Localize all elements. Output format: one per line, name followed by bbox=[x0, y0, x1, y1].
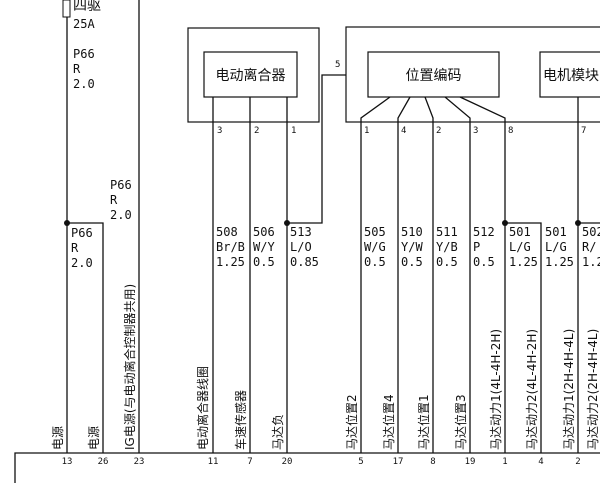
branch-wire-26 bbox=[67, 222, 104, 453]
wire-510-size: 0.5 bbox=[401, 255, 423, 269]
wire-506-size: 0.5 bbox=[253, 255, 275, 269]
encoder-pin-4: 4 bbox=[401, 126, 406, 136]
wire-505-color: W/G bbox=[364, 240, 386, 254]
module-pin-20: 20 bbox=[282, 457, 293, 467]
module-pin-17: 17 bbox=[393, 457, 404, 467]
func-label-motor-power2-2h: 马达动力2(2H-4H-4L) bbox=[586, 329, 600, 450]
motor-pin-7: 7 bbox=[581, 126, 586, 136]
func-label-speed-sensor: 车速传感器 bbox=[233, 390, 248, 450]
wire-512-color: P bbox=[473, 240, 480, 254]
encoder-pin-3: 3 bbox=[473, 126, 478, 136]
link-wire-5 bbox=[287, 74, 346, 224]
wire-506-color: W/Y bbox=[253, 240, 275, 254]
wire-511-size: 0.5 bbox=[436, 255, 458, 269]
wire-501a-size: 1.25 bbox=[509, 255, 538, 269]
wire-505-code: 505 bbox=[364, 225, 386, 239]
func-label-motor-pos1: 马达位置1 bbox=[416, 394, 431, 450]
clutch-inner-box bbox=[203, 51, 298, 98]
wire-501-branch bbox=[505, 222, 542, 453]
encoder-label: 位置编码 bbox=[406, 68, 462, 84]
wire-encoder-pin8 bbox=[459, 96, 506, 453]
wire-encoder-pin4 bbox=[397, 96, 411, 453]
wire-513-size: 0.85 bbox=[290, 255, 319, 269]
wire-508-code: 508 bbox=[216, 225, 238, 239]
encoder-box bbox=[367, 51, 500, 98]
wire-label-p66-top-size: 2.0 bbox=[73, 77, 95, 91]
fuse-rating: 25A bbox=[73, 17, 95, 31]
module-pin-5: 5 bbox=[358, 457, 363, 467]
func-label-motor-power1-2h: 马达动力1(2H-4H-4L) bbox=[562, 329, 576, 450]
wire-510-color: Y/W bbox=[401, 240, 423, 254]
wire-508-size: 1.25 bbox=[216, 255, 245, 269]
func-label-motor-neg: 马达负 bbox=[271, 414, 285, 450]
wire-label-branch-code: P66 bbox=[71, 226, 93, 240]
wire-511-code: 511 bbox=[436, 225, 458, 239]
module-pin-8: 8 bbox=[430, 457, 435, 467]
clutch-pin-1: 1 bbox=[291, 126, 296, 136]
clutch-pin-3: 3 bbox=[217, 126, 222, 136]
wire-508-color: Br/B bbox=[216, 240, 245, 254]
wire-505-size: 0.5 bbox=[364, 255, 386, 269]
module-pin-26: 26 bbox=[98, 457, 109, 467]
wire-501a-code: 501 bbox=[509, 225, 531, 239]
wire-label-p66-mid-code: P66 bbox=[110, 178, 132, 192]
wire-501b-code: 501 bbox=[545, 225, 567, 239]
wire-label-p66-top-code: P66 bbox=[73, 47, 95, 61]
module-pin-7: 7 bbox=[247, 457, 252, 467]
wire-513-code: 513 bbox=[290, 225, 312, 239]
wire-label-p66-mid-color: R bbox=[110, 193, 118, 207]
module-pin-11: 11 bbox=[208, 457, 219, 467]
func-label-power-2: 电源 bbox=[87, 426, 101, 450]
wire-label-branch-color: R bbox=[71, 241, 79, 255]
fuse-symbol bbox=[62, 0, 71, 18]
module-pin-23: 23 bbox=[134, 457, 145, 467]
motor-module-box bbox=[539, 51, 600, 98]
func-label-motor-pos3: 马达位置3 bbox=[453, 394, 468, 450]
clutch-pin-2: 2 bbox=[254, 126, 259, 136]
wire-511-color: Y/B bbox=[436, 240, 458, 254]
wire-513-color: L/O bbox=[290, 240, 312, 254]
wire-510-code: 510 bbox=[401, 225, 423, 239]
func-label-power-1: 电源 bbox=[51, 426, 65, 450]
module-pin-1: 1 bbox=[502, 457, 507, 467]
func-label-motor-power2-4l: 马达动力2(4L-4H-2H) bbox=[525, 329, 539, 450]
wire-502-color: R/ bbox=[582, 240, 596, 254]
control-module-box bbox=[14, 452, 600, 483]
wire-512-size: 0.5 bbox=[473, 255, 495, 269]
wire-label-p66-top-color: R bbox=[73, 62, 81, 76]
wire-encoder-pin3 bbox=[444, 96, 471, 453]
module-pin-2: 2 bbox=[575, 457, 580, 467]
wire-label-branch-size: 2.0 bbox=[71, 256, 93, 270]
encoder-pin-1: 1 bbox=[364, 126, 369, 136]
wire-501b-color: L/G bbox=[545, 240, 567, 254]
wire-512-code: 512 bbox=[473, 225, 495, 239]
wire-encoder-pin1 bbox=[360, 96, 391, 453]
motor-module-label: 电机模块 bbox=[543, 68, 599, 84]
wire-501b-size: 1.25 bbox=[545, 255, 574, 269]
func-label-ig-power: IG电源(与电动离合控制器共用) bbox=[122, 284, 137, 450]
fuse-name: 四驱 bbox=[73, 0, 101, 14]
module-pin-19: 19 bbox=[465, 457, 476, 467]
link-label-5: 5 bbox=[335, 60, 340, 70]
wire-502-code: 502 bbox=[582, 225, 600, 239]
wire-501a-color: L/G bbox=[509, 240, 531, 254]
func-label-motor-pos4: 马达位置4 bbox=[381, 394, 396, 450]
func-label-motor-pos2: 马达位置2 bbox=[344, 394, 359, 450]
wire-label-p66-mid-size: 2.0 bbox=[110, 208, 132, 222]
module-pin-4: 4 bbox=[538, 457, 543, 467]
wire-encoder-pin2 bbox=[424, 96, 434, 453]
wire-506-code: 506 bbox=[253, 225, 275, 239]
func-label-motor-power1-4l: 马达动力1(4L-4H-2H) bbox=[489, 329, 503, 450]
func-label-clutch-coil: 电动离合器线圈 bbox=[195, 366, 210, 450]
module-pin-13: 13 bbox=[62, 457, 73, 467]
encoder-pin-2: 2 bbox=[436, 126, 441, 136]
wire-502-size: 1.2 bbox=[582, 255, 600, 269]
encoder-pin-8: 8 bbox=[508, 126, 513, 136]
clutch-label: 电动离合器 bbox=[216, 67, 286, 84]
